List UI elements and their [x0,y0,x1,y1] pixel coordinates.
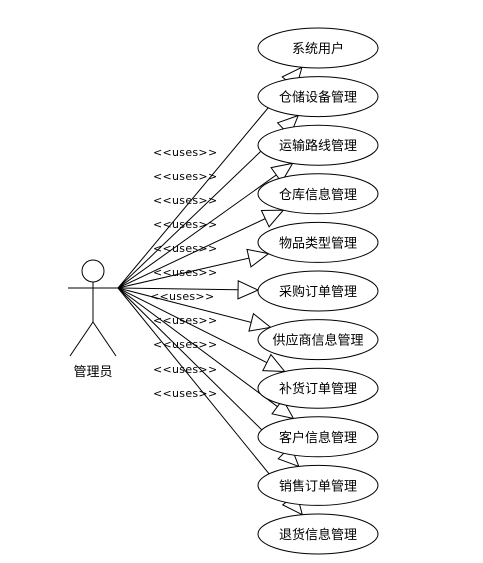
use-case-ellipse [257,367,379,409]
use-case: 客户信息管理 [257,416,379,458]
use-case: 系统用户 [257,27,379,69]
actor-name: 管理员 [73,365,112,380]
uses-label: <<uses>> [153,242,217,255]
uses-connectors [117,66,304,516]
uses-arrowhead [270,162,294,184]
uses-label: <<uses>> [153,170,217,183]
use-case: 运输路线管理 [257,124,379,166]
uses-arrowhead [260,209,285,228]
use-case-label: 系统用户 [292,41,344,57]
use-case-ellipse [257,270,379,312]
use-case-label: 物品类型管理 [279,236,357,251]
uses-label: <<uses>> [153,363,217,376]
uses-label: <<uses>> [153,338,217,351]
use-case-list: 系统用户仓储设备管理运输路线管理仓库信息管理物品类型管理采购订单管理供应商信息管… [257,27,379,555]
uses-connector-line [117,253,269,289]
use-case-label: 供应商信息管理 [272,333,363,349]
uses-label: <<uses>> [153,146,217,159]
uses-connector-line [117,162,293,289]
use-case-ellipse [257,416,379,458]
use-case-label: 采购订单管理 [279,284,357,300]
uses-arrowhead [248,312,272,332]
use-case: 退货信息管理 [257,513,379,555]
use-case: 销售订单管理 [257,464,379,506]
uses-arrowhead [237,280,260,300]
uses-label: <<uses>> [153,194,217,207]
use-case-ellipse [257,124,379,166]
use-case-ellipse [257,221,379,263]
uses-label: <<uses>> [150,290,214,303]
uses-label-list: <<uses>> <<uses>> <<uses>> <<uses>> <<uses>>… [150,146,217,400]
actor-right-leg [92,321,117,357]
use-case: 供应商信息管理 [257,319,379,361]
use-case-label: 运输路线管理 [279,138,357,154]
uses-connector-line [117,287,259,291]
uses-label: <<uses>> [153,387,217,400]
uses-connector-line [117,287,285,372]
use-case: 仓储设备管理 [257,76,379,118]
use-case-ellipse [257,319,379,361]
uses-connector-line [117,209,284,289]
use-case-ellipse [257,464,379,506]
use-case: 补货订单管理 [257,367,379,409]
uses-arrowhead [262,353,286,373]
use-case-label: 退货信息管理 [279,527,357,543]
use-case-label: 仓库信息管理 [279,187,357,203]
uses-connector-line [117,287,271,328]
actor-administrator: 管理员 [68,259,118,380]
use-case-label: 补货订单管理 [279,381,357,397]
uses-label: <<uses>> [153,314,217,327]
uses-arrowhead [246,248,270,268]
use-case-ellipse [257,513,379,555]
use-case: 物品类型管理 [257,221,379,263]
uses-arrowhead [271,398,295,420]
use-case-label: 客户信息管理 [279,430,357,446]
use-case: 采购订单管理 [257,270,379,312]
use-case-ellipse [257,173,379,215]
use-case-label: 仓储设备管理 [279,90,357,106]
uses-label: <<uses>> [153,218,217,231]
use-case-ellipse [257,27,379,69]
use-case: 仓库信息管理 [257,173,379,215]
uses-label: <<uses>> [153,266,217,279]
actor-left-leg [69,321,94,357]
actor-head [81,259,105,283]
use-case-ellipse [257,76,379,118]
use-case-label: 销售订单管理 [279,478,357,494]
